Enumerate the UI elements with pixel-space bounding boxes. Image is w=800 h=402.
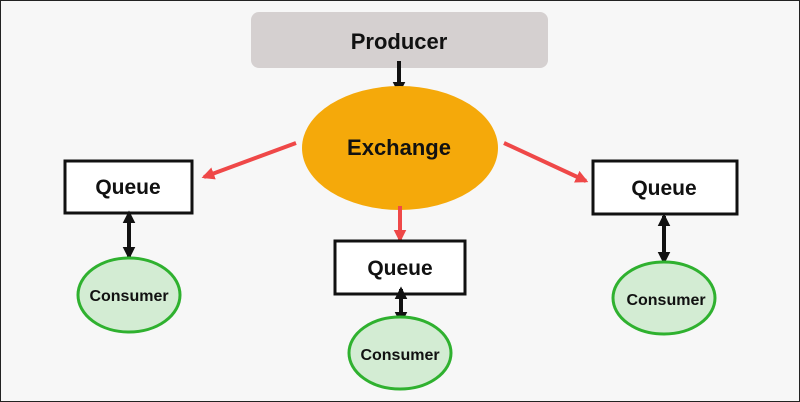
consumer-right: [611, 260, 717, 336]
producer-box: [251, 12, 548, 68]
exchange-to-left-queue-arrow: [201, 141, 297, 180]
consumer-center-label: Consumer: [360, 347, 439, 364]
consumer-left-label: Consumer: [89, 288, 168, 305]
producer-label: Producer: [351, 29, 448, 54]
queue-right: [591, 159, 739, 216]
consumer-left: [76, 256, 182, 334]
exchange-label: Exchange: [347, 135, 451, 160]
consumer-right-label: Consumer: [626, 292, 705, 309]
queue-left-label: Queue: [95, 176, 160, 199]
exchange-ellipse: [302, 86, 498, 210]
consumer-center: [347, 315, 453, 391]
exchange-to-right-queue-arrow: [503, 141, 589, 183]
queue-right-label: Queue: [631, 177, 696, 200]
queue-center-label: Queue: [367, 257, 432, 280]
